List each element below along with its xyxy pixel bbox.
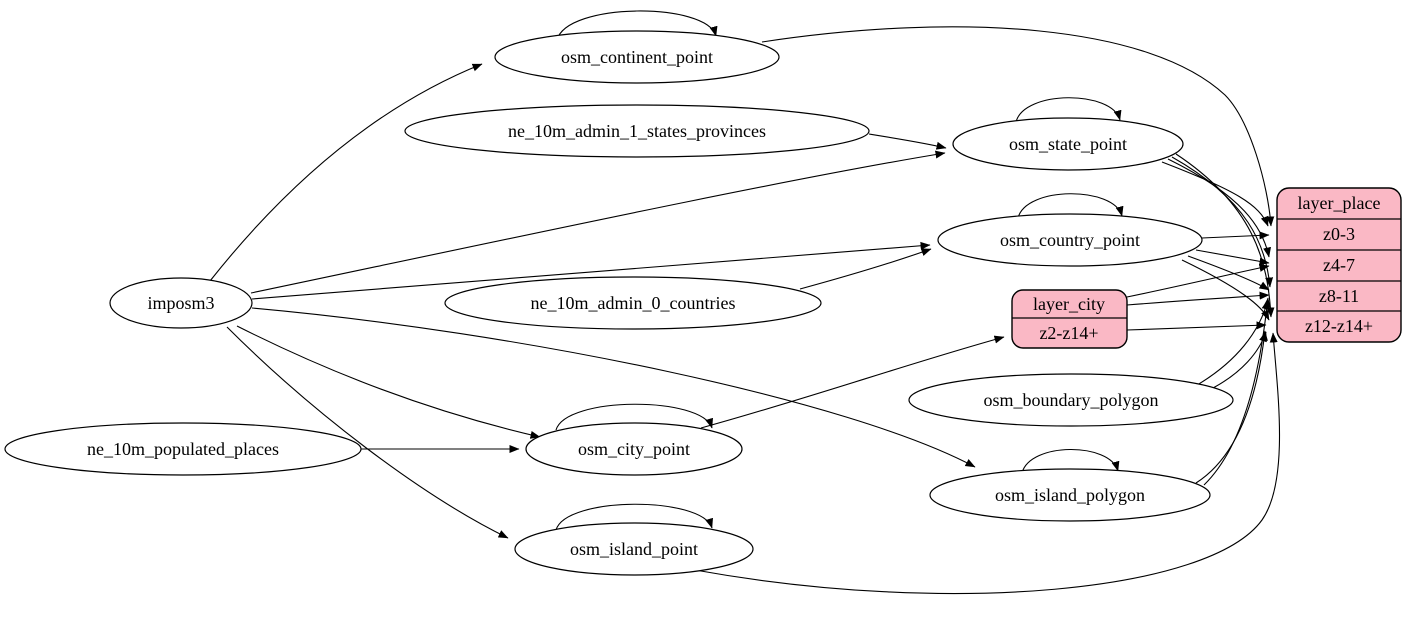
edge-osm_state_point-layer_place_z8-11 [1171,156,1274,288]
edge-ne_10m_admin_0_countries-osm_country_point [799,248,932,290]
node-osm_state_point [952,117,1184,171]
edge-osm_island_point-layer_place_z12-z14 [694,332,1281,595]
node-ne_10m_admin_0_countries [444,276,822,330]
edge-osm_boundary_polygon-layer_place_z12-z14 [1204,331,1267,393]
edge-ne_10m_admin_1_states_provinces-osm_state_point [868,133,947,150]
node-osm_island_point [514,522,754,576]
edge-imposm3-osm_island_polygon [251,307,976,468]
node-label-osm_continent_point: osm_continent_point [561,47,713,67]
record-label-layer_city-header: layer_city [1033,294,1105,314]
node-osm_continent_point [494,30,780,84]
nodes [4,30,1234,576]
edge-layer_city-layer_place_z8-11 [1126,291,1270,306]
edge-layer_city-layer_place_z12-z14 [1126,321,1267,331]
edge-osm_state_point-layer_place_z4-7 [1167,158,1271,258]
node-label-imposm3: imposm3 [147,293,215,313]
edge-loop-osm_island_polygon [1021,448,1120,474]
edge-osm_country_point-layer_place_z0-3 [1201,231,1270,240]
record-label-layer_city-row-z2-z14: z2-z14+ [1039,323,1099,343]
edge-imposm3-osm_city_point [236,325,541,439]
edge-loop-osm_island_point [555,503,713,531]
node-ne_10m_populated_places [4,422,362,476]
record-label-layer_place-row-z0-3: z0-3 [1323,224,1355,244]
record-layer_city [1011,289,1128,349]
node-osm_country_point [937,213,1203,267]
record-nodes [1011,187,1402,349]
node-label-osm_island_point: osm_island_point [569,539,699,559]
record-label-layer_place-row-z4-7: z4-7 [1323,255,1355,275]
record-label-layer_place-row-z8-11: z8-11 [1318,286,1360,306]
edge-loop-osm_country_point [1017,193,1124,219]
edge-loop-osm_continent_point [556,10,718,41]
edge-imposm3-osm_state_point [250,150,946,294]
edge-imposm3-osm_country_point [251,241,931,300]
node-osm_boundary_polygon [908,373,1234,427]
edge-imposm3-osm_continent_point [209,63,483,282]
node-label-osm_boundary_polygon: osm_boundary_polygon [983,390,1159,410]
node-ne_10m_admin_1_states_provinces [404,104,870,158]
edge-osm_state_point-layer_place_z0-3 [1161,161,1269,227]
node-osm_island_polygon [929,468,1211,522]
record-label-layer_place-header: layer_place [1297,193,1381,213]
node-label-ne_10m_admin_1_states_provinces: ne_10m_admin_1_states_provinces [508,121,766,141]
edge-loop-osm_city_point [555,403,713,431]
node-label-osm_country_point: osm_country_point [1000,230,1140,250]
node-label-osm_city_point: osm_city_point [578,439,690,459]
node-label-ne_10m_populated_places: ne_10m_populated_places [87,439,279,459]
edge-layer_city-layer_place_z4-7 [1126,263,1270,298]
edge-osm_boundary_polygon-layer_place_z8-11 [1191,299,1270,389]
record-layer_place [1276,187,1402,343]
edge-osm_continent_point-layer_place_z0-3 [761,26,1275,227]
edge-osm_country_point-layer_place_z8-11 [1187,255,1270,291]
edge-loop-osm_state_point [1015,97,1122,123]
edge-osm_country_point-layer_place_z4-7 [1195,249,1270,266]
record-label-layer_place-row-z12-z14: z12-z14+ [1304,316,1374,336]
node-label-ne_10m_admin_0_countries: ne_10m_admin_0_countries [530,293,736,313]
edges [209,10,1281,595]
edge-osm_city_point-layer_city_z2-z14 [700,335,1005,429]
node-imposm3 [109,277,253,329]
edge-osm_island_polygon-layer_place_z12-z14 [1195,330,1268,484]
edge-imposm3-osm_island_point [226,326,509,539]
edge-osm_island_polygon-layer_place_z8-11 [1203,297,1271,486]
node-osm_city_point [525,422,743,476]
node-label-osm_island_polygon: osm_island_polygon [994,485,1146,505]
node-label-osm_state_point: osm_state_point [1009,134,1127,154]
